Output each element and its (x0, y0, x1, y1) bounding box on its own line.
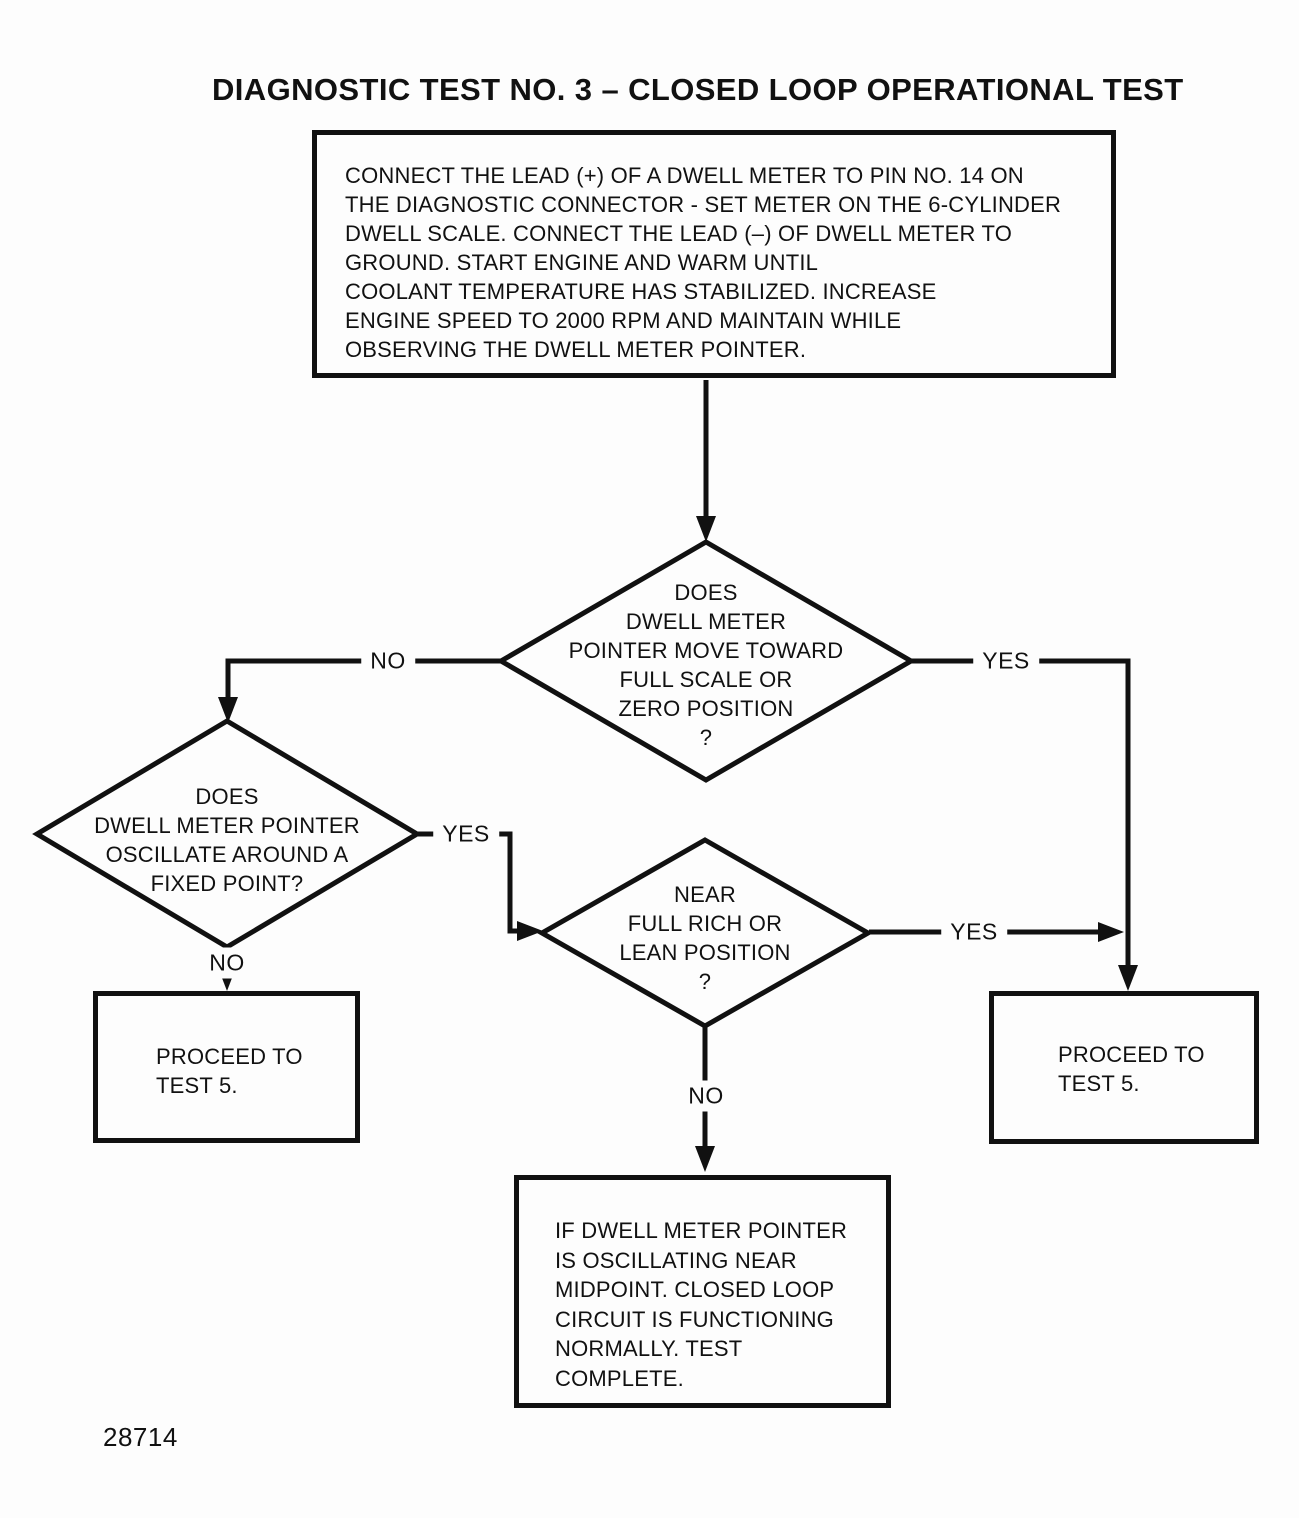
edge-label-decision1-no: NO (361, 645, 415, 677)
arrowhead-into-decision3 (517, 921, 543, 941)
edge-label-decision2-yes: YES (433, 818, 499, 850)
edge-label-decision3-no: NO (679, 1080, 733, 1112)
proceed-right-box: PROCEED TO TEST 5. (989, 991, 1259, 1144)
decision2-diamond (32, 718, 422, 950)
proceed-right-text: PROCEED TO TEST 5. (1058, 1042, 1205, 1096)
decision3-diamond (536, 837, 874, 1029)
edge-label-decision2-no: NO (200, 947, 254, 979)
start-process-box: CONNECT THE LEAD (+) OF A DWELL METER TO… (312, 130, 1116, 378)
arrowhead-into-proceed-right (1118, 965, 1138, 991)
figure-number: 28714 (103, 1422, 178, 1452)
page-title: DIAGNOSTIC TEST NO. 3 – CLOSED LOOP OPER… (212, 72, 1184, 107)
test-complete-box: IF DWELL METER POINTER IS OSCILLATING NE… (514, 1175, 891, 1408)
test-complete-text: IF DWELL METER POINTER IS OSCILLATING NE… (555, 1218, 848, 1391)
arrowhead-into-decision1 (696, 516, 716, 542)
decision1-diamond (496, 539, 916, 783)
arrowhead-into-complete (695, 1146, 715, 1172)
edge-label-decision1-yes: YES (973, 645, 1039, 677)
edge-label-decision3-yes: YES (941, 916, 1007, 948)
arrowhead-into-decision2 (218, 697, 238, 723)
proceed-left-text: PROCEED TO TEST 5. (156, 1044, 303, 1098)
proceed-left-box: PROCEED TO TEST 5. (93, 991, 360, 1143)
decision1-text: DOES DWELL METER POINTER MOVE TOWARD FUL… (568, 580, 844, 750)
arrowhead-yes3-junction (1098, 922, 1124, 942)
start-process-text: CONNECT THE LEAD (+) OF A DWELL METER TO… (345, 163, 1062, 362)
decision3-text: NEAR FULL RICH OR LEAN POSITION ? (619, 882, 791, 994)
decision2-text: DOES DWELL METER POINTER OSCILLATE AROUN… (94, 784, 360, 896)
